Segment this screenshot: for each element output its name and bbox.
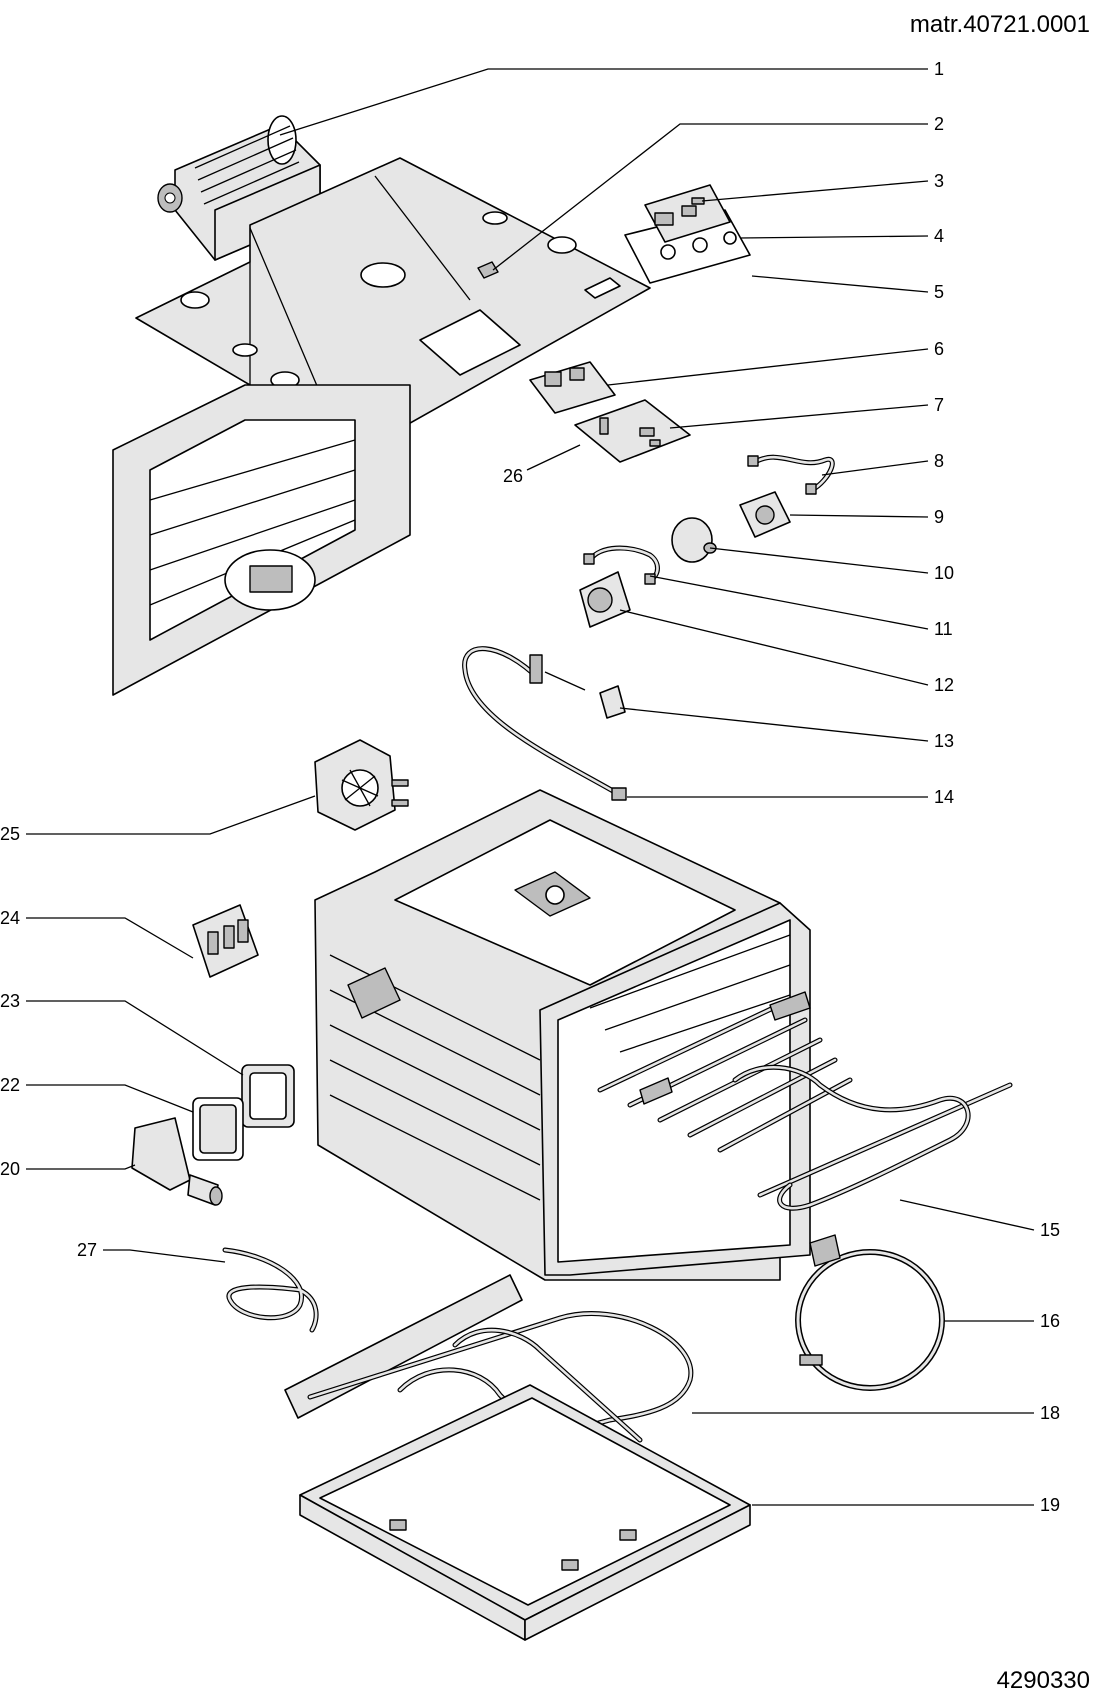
selector-switch-part — [739, 491, 791, 538]
callout-14: 14 — [934, 787, 954, 807]
grill-element-part — [597, 991, 1013, 1211]
lamp-seal-assembly — [192, 1064, 295, 1161]
convection-fan-part — [314, 739, 409, 831]
callout-12: 12 — [934, 675, 954, 695]
leader-lines-left — [26, 795, 316, 1263]
callout-24: 24 — [0, 908, 20, 928]
callout-4: 4 — [934, 226, 944, 246]
wiring-harness-part — [747, 454, 835, 495]
callout-11: 11 — [934, 619, 953, 639]
callout-18: 18 — [1040, 1403, 1060, 1423]
callout-2: 2 — [934, 114, 944, 134]
callout-23: 23 — [0, 991, 20, 1011]
callout-9: 9 — [934, 507, 944, 527]
callout-25: 25 — [0, 824, 20, 844]
power-cable-part — [222, 1247, 319, 1333]
relay-part — [599, 685, 626, 719]
callout-7: 7 — [934, 395, 944, 415]
control-board-assembly — [624, 184, 751, 284]
switch-cable-part — [583, 545, 660, 585]
inner-back-panel — [112, 384, 411, 696]
callout-8: 8 — [934, 451, 944, 471]
callout-27: 27 — [77, 1240, 97, 1260]
callout-15: 15 — [1040, 1220, 1060, 1240]
electronic-board-assembly — [529, 361, 691, 463]
terminal-block-part — [192, 904, 259, 978]
bottom-tray-part — [299, 1384, 751, 1641]
callout-labels-left: 25 24 23 22 20 27 — [0, 824, 97, 1260]
callout-20: 20 — [0, 1159, 20, 1179]
callout-10: 10 — [934, 563, 954, 583]
callout-6: 6 — [934, 339, 944, 359]
callout-5: 5 — [934, 282, 944, 302]
callout-19: 19 — [1040, 1495, 1060, 1515]
lamp-cover-part — [131, 1117, 223, 1206]
callout-3: 3 — [934, 171, 944, 191]
callout-26: 26 — [503, 466, 523, 486]
plate-switch-part — [477, 261, 499, 279]
circular-element-part — [795, 1234, 945, 1391]
temperature-probe-part — [462, 646, 627, 801]
callout-1: 1 — [934, 59, 944, 79]
leader-lines — [279, 68, 1035, 1506]
callout-13: 13 — [934, 731, 954, 751]
material-code: matr.40721.0001 — [910, 11, 1090, 38]
oven-cavity — [314, 789, 811, 1281]
drawing-number: 4290330 — [997, 1667, 1090, 1694]
thermostat-part — [579, 571, 631, 628]
timer-knob-part — [671, 517, 717, 563]
callout-16: 16 — [1040, 1311, 1060, 1331]
callout-labels-right: 1 2 3 4 5 6 7 8 9 10 11 12 13 14 15 16 1… — [503, 59, 1060, 1515]
top-cover-plate — [135, 157, 651, 441]
callout-22: 22 — [0, 1075, 20, 1095]
